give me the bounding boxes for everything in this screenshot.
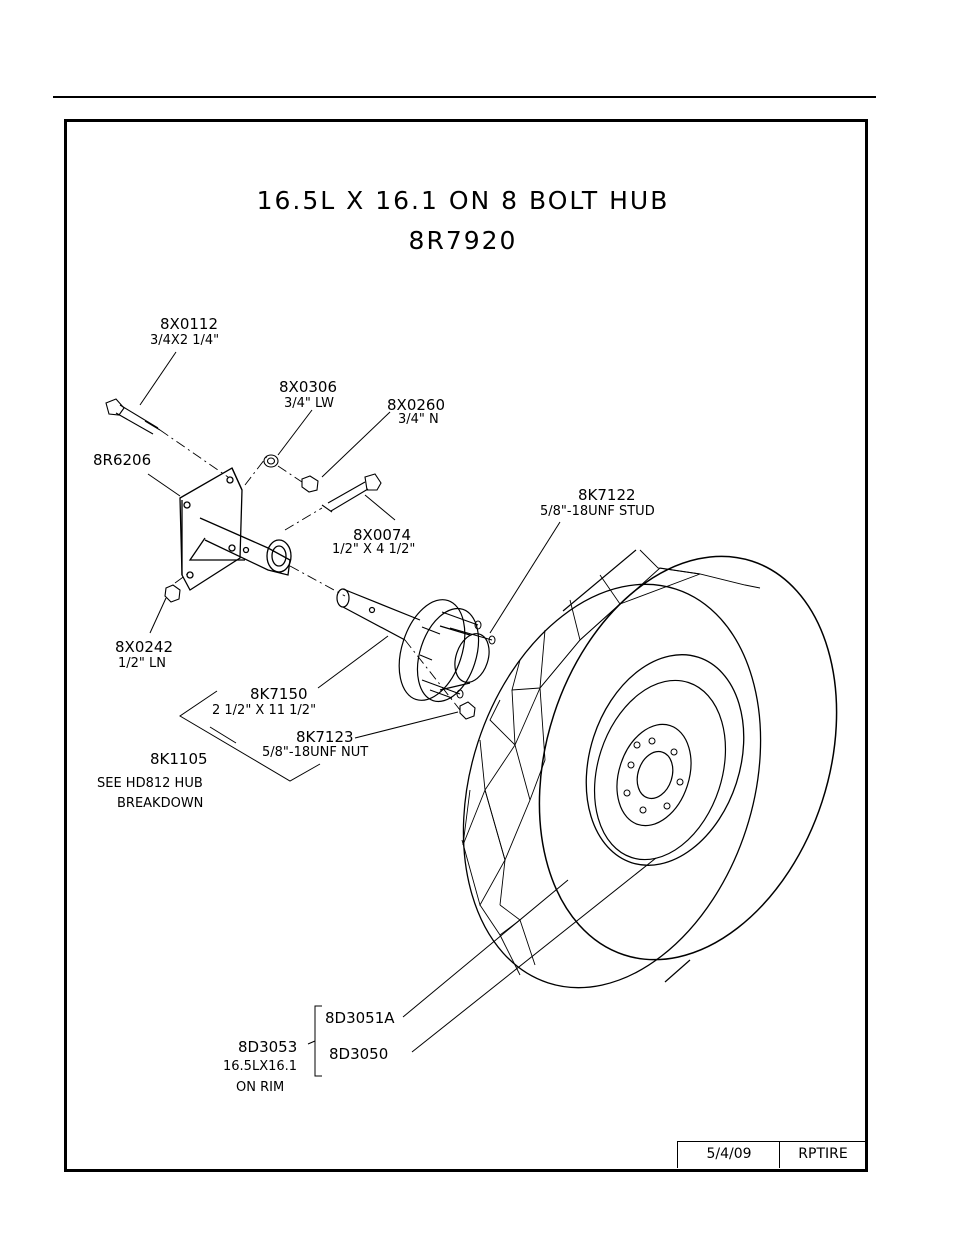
label-8x0306-desc: 3/4" LW: [284, 396, 334, 412]
label-8d3053-desc-1: 16.5LX16.1: [223, 1059, 297, 1075]
label-8k1105-note-1: SEE HD812 HUB: [97, 776, 203, 792]
label-8x0260-number: 8X0260: [387, 397, 445, 413]
label-8d3050-number: 8D3050: [329, 1046, 388, 1062]
label-8x0074-number: 8X0074: [353, 527, 411, 543]
label-8k7123-desc: 5/8"-18UNF NUT: [262, 745, 368, 761]
label-8k1105-note-2: BREAKDOWN: [117, 796, 203, 812]
label-8d3053-number: 8D3053: [238, 1039, 297, 1055]
label-8k1105-number: 8K1105: [150, 751, 208, 767]
label-8k7150-desc: 2 1/2" X 11 1/2": [212, 703, 316, 719]
label-8x0112-number: 8X0112: [160, 316, 218, 332]
label-8k7122-desc: 5/8"-18UNF STUD: [540, 504, 655, 520]
label-8d3051a-number: 8D3051A: [325, 1010, 395, 1026]
tire-drawing: [414, 518, 886, 1027]
label-8k7122-number: 8K7122: [578, 487, 636, 503]
center-lines: [160, 430, 460, 710]
label-8x0306-number: 8X0306: [279, 379, 337, 395]
label-8x0242-number: 8X0242: [115, 639, 173, 655]
label-8x0242-desc: 1/2" LN: [118, 656, 166, 672]
title-block-code: RPTIRE: [779, 1141, 866, 1168]
label-8k7123-number: 8K7123: [296, 729, 354, 745]
label-8x0112-desc: 3/4X2 1/4": [150, 333, 219, 349]
label-8k7150-number: 8K7150: [250, 686, 308, 702]
title-block-date: 5/4/09: [677, 1141, 780, 1168]
label-8x0074-desc: 1/2" X 4 1/2": [332, 542, 415, 558]
spindle-hub-drawing: [337, 589, 495, 709]
label-8d3053-desc-2: ON RIM: [236, 1080, 284, 1096]
bracket-drawing: [180, 468, 291, 590]
label-8x0260-desc: 3/4" N: [398, 412, 439, 428]
label-8r6206-number: 8R6206: [93, 452, 151, 468]
